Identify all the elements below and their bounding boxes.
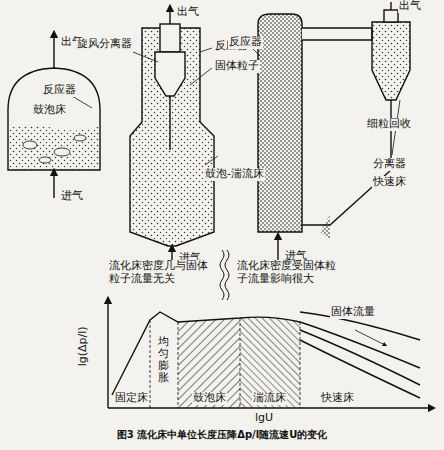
axis-label: lgU xyxy=(254,412,274,425)
region-label: 快速床 xyxy=(320,392,355,405)
bed-label: 鼓泡床 xyxy=(32,104,67,117)
part-label: 旋风分离器 xyxy=(76,38,133,51)
outlet-label: 出气 xyxy=(176,6,200,19)
part-label: 反应器 xyxy=(228,36,263,49)
axis-label: lg(Δp/l) xyxy=(77,325,90,367)
outlet-label: 出气 xyxy=(398,0,422,13)
note: 流化床密度受固体粒子流量影响很大 xyxy=(236,260,342,285)
bed-label: 鼓泡-湍流床 xyxy=(204,168,265,181)
inlet-label: 进气 xyxy=(60,190,84,203)
curve-label: 固体流量 xyxy=(330,306,376,319)
region-label: 湍流床 xyxy=(252,392,287,405)
part-label: 反应器 xyxy=(42,84,77,97)
part-label: 分离器 xyxy=(372,158,407,171)
figure-caption: 图3 流化床中单位长度压降Δp/l随流速U的变化 xyxy=(117,428,328,442)
bed-label: 快速床 xyxy=(372,176,407,189)
part-label: 固体粒子 xyxy=(214,60,260,73)
note: 流化床密度几与固体粒子流量无关 xyxy=(108,260,214,285)
part-label: 细粒回收 xyxy=(366,118,412,131)
region-label: 固定床 xyxy=(114,392,149,405)
region-label: 鼓泡床 xyxy=(192,392,227,405)
region-label: 均匀膨胀 xyxy=(157,336,170,384)
